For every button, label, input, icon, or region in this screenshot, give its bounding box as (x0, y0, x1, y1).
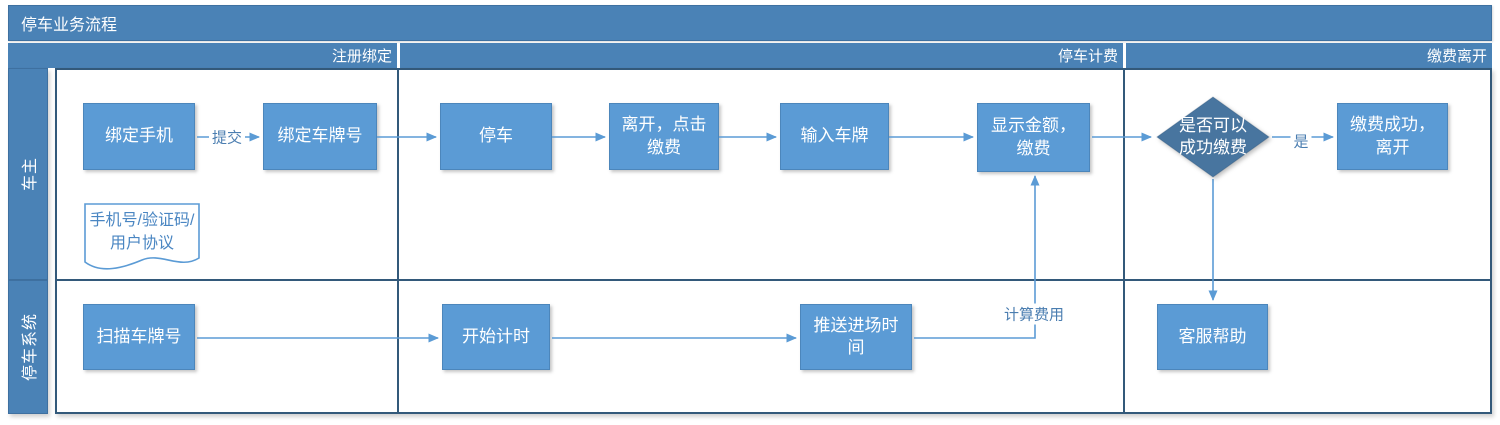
node-leave-click-pay[interactable]: 离开，点击缴费 (609, 103, 719, 170)
document-shape (84, 203, 200, 270)
node-bind-phone[interactable]: 绑定手机 (83, 103, 195, 170)
node-bind-plate[interactable]: 绑定车牌号 (263, 103, 377, 170)
node-label: 绑定手机 (105, 126, 173, 146)
node-start-timer[interactable]: 开始计时 (442, 304, 550, 370)
phase-header-pay-leave: 缴费离开 (1126, 43, 1492, 68)
node-scan-plate[interactable]: 扫描车牌号 (83, 304, 195, 370)
node-push-entry-time[interactable]: 推送进场时间 (800, 304, 912, 370)
phase-header-register-bind: 注册绑定 (8, 43, 397, 68)
content-frame (55, 68, 1492, 414)
phase-header-parking-billing: 停车计费 (400, 43, 1123, 68)
node-pay-success-leave[interactable]: 缴费成功，离开 (1337, 103, 1448, 170)
lane-strip-car-owner: 车主 (8, 68, 48, 280)
lane-strip-parking-system: 停车系统 (8, 280, 48, 414)
phase-label: 注册绑定 (331, 48, 392, 65)
node-label: 输入车牌 (800, 126, 869, 146)
node-park[interactable]: 停车 (440, 103, 552, 170)
phase-divider-2 (1123, 68, 1125, 414)
edge-label-calc-fee: 计算费用 (1000, 303, 1068, 325)
node-label: 缴费成功，离开 (1350, 115, 1435, 157)
node-label: 扫描车牌号 (96, 326, 182, 346)
node-service-help[interactable]: 客服帮助 (1157, 304, 1268, 370)
node-enter-plate[interactable]: 输入车牌 (780, 103, 889, 170)
lane-label-parking-system: 停车系统 (22, 312, 39, 382)
node-label: 是否可以成功缴费 (1179, 115, 1247, 157)
node-label: 客服帮助 (1178, 326, 1247, 346)
pool-title: 停车业务流程 (21, 17, 118, 34)
phase-label: 停车计费 (1057, 48, 1118, 65)
phase-divider-1 (397, 68, 399, 414)
lane-label-car-owner: 车主 (22, 156, 39, 192)
node-label: 推送进场时间 (813, 315, 899, 357)
edge-label-yes: 是 (1290, 130, 1312, 152)
node-label: 绑定车牌号 (277, 126, 363, 146)
node-decision-payment-success[interactable]: 是否可以成功缴费 (1155, 95, 1271, 179)
node-label: 停车 (479, 126, 513, 146)
node-show-amount-pay[interactable]: 显示金额，缴费 (977, 103, 1090, 172)
phase-label: 缴费离开 (1426, 48, 1487, 65)
diamond-shape (1156, 96, 1270, 178)
lane-divider (55, 279, 1492, 281)
node-label: 开始计时 (462, 326, 530, 346)
node-label: 手机号/验证码/用户协议 (89, 212, 195, 253)
pool-title-bar: 停车业务流程 (8, 5, 1492, 41)
node-document-phone-agreement[interactable]: 手机号/验证码/用户协议 (83, 202, 201, 274)
edge-label-submit: 提交 (208, 126, 246, 148)
node-label: 显示金额，缴费 (991, 116, 1076, 158)
node-label: 离开，点击缴费 (621, 115, 707, 157)
